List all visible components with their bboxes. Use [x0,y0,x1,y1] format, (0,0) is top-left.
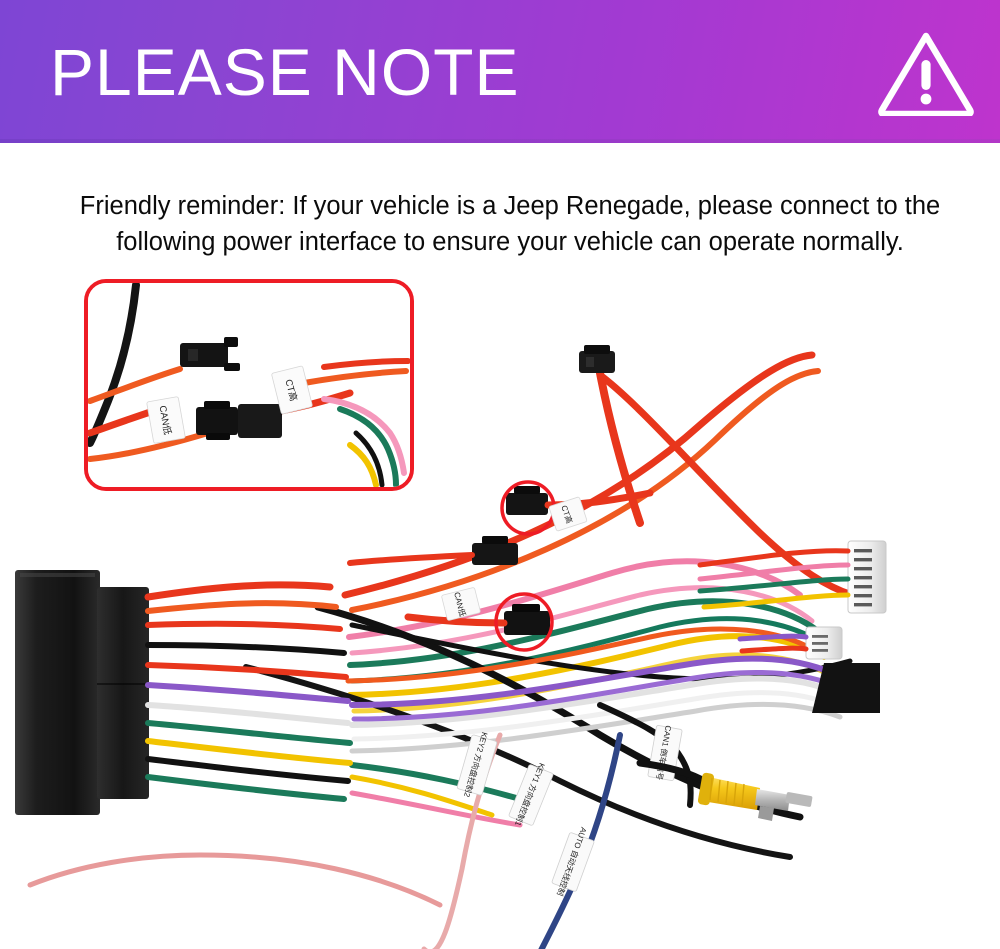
sm-connector-mid [347,536,518,566]
header-banner: PLEASE NOTE [0,0,1000,143]
warning-triangle-icon [878,32,974,116]
white-8pin-connector [847,540,887,614]
highlight-circle-can [494,592,554,652]
header-underline [0,139,1000,143]
page-title: PLEASE NOTE [50,35,520,109]
svg-text:CT高: CT高 [283,378,300,402]
reminder-text: Friendly reminder: If your vehicle is a … [79,192,941,256]
inset-sm-connector-mated [196,401,282,440]
inset-sm-connector-top [180,337,240,371]
inset-label-ct: CT高 [271,365,313,415]
sm-connector-top [579,345,644,527]
wire-label-ct: CT高 [548,496,588,532]
wire-label-can: CAN低 [441,587,481,621]
rca-video-connector [636,759,813,821]
black-small-connector [812,663,880,713]
inset-label-can: CAN低 [146,396,186,444]
svg-text:CAN低: CAN低 [157,405,174,437]
white-4pin-connector [805,626,843,660]
sm-connector-can [404,604,550,635]
iso-main-connector [15,570,149,815]
inset-detail-frame: CAN低 CT高 [84,279,414,491]
